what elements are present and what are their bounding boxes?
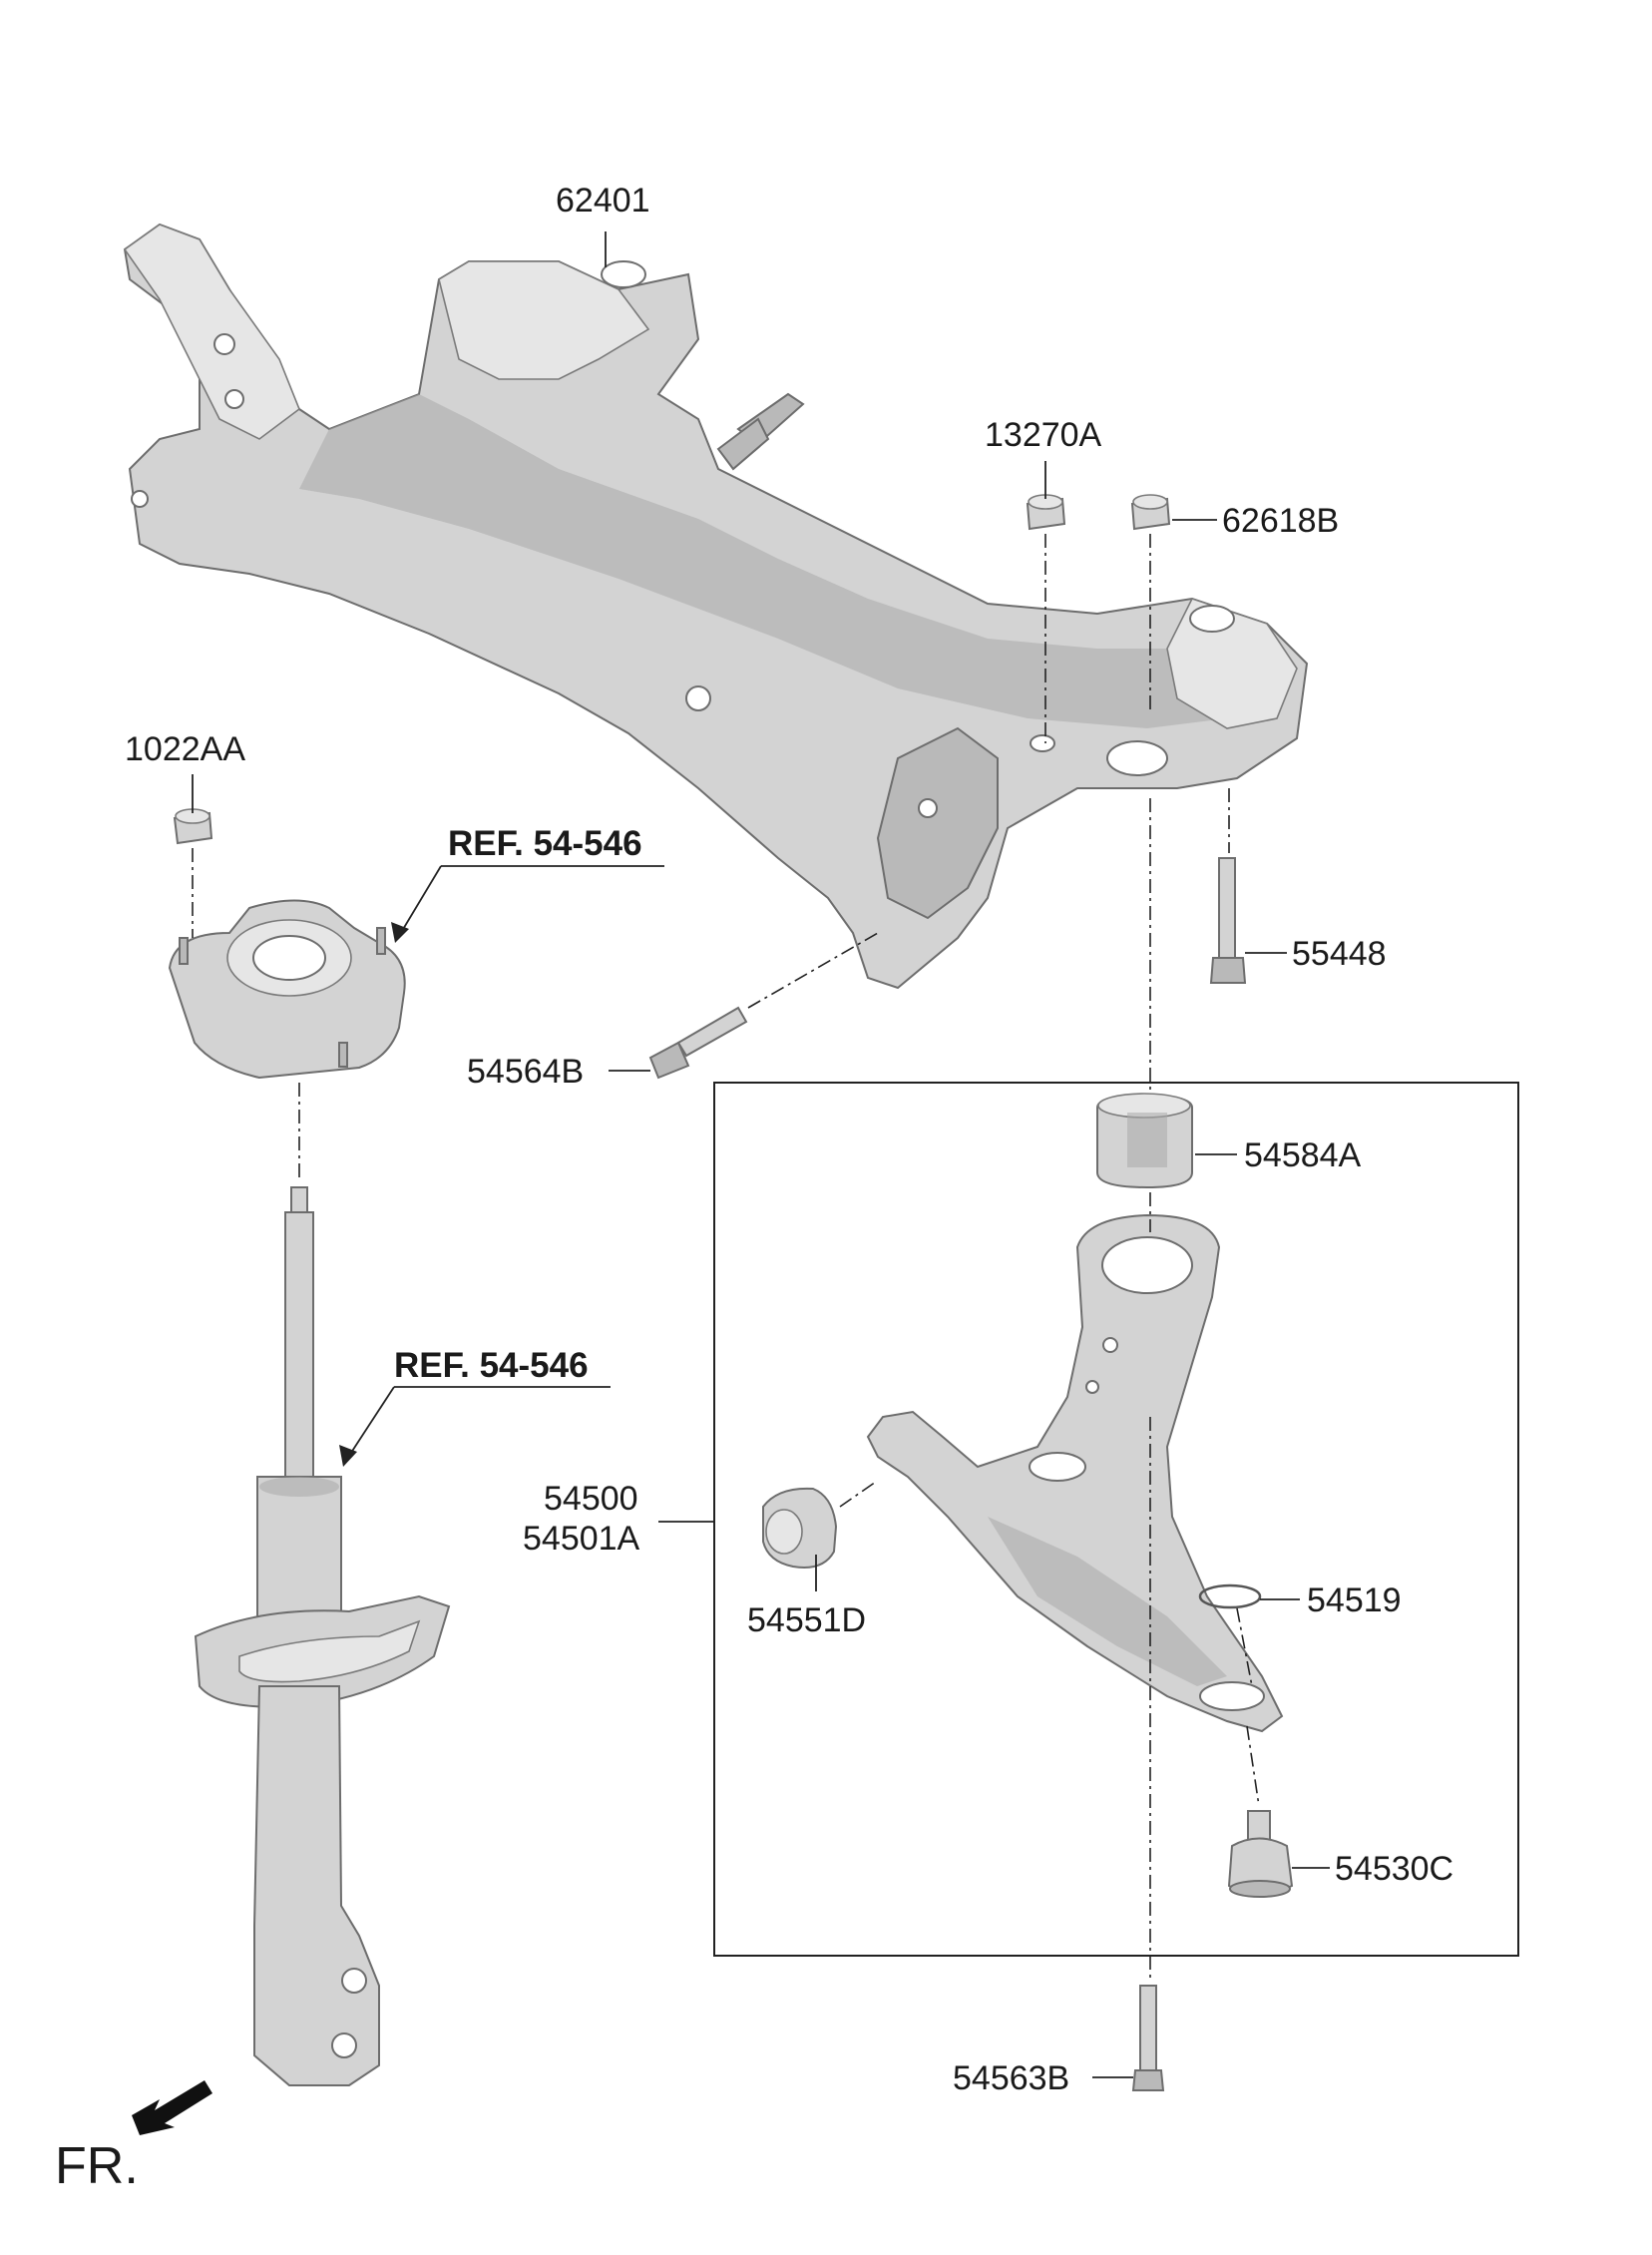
leader-lines <box>192 231 1330 2078</box>
nut-13270A <box>1026 494 1066 531</box>
label-55448: 55448 <box>1292 935 1387 973</box>
nut-62618B <box>1130 494 1171 531</box>
label-1022AA: 1022AA <box>125 730 245 768</box>
bushing-54551D <box>762 1487 838 1569</box>
front-label: FR. <box>55 2137 139 2195</box>
label-54501A: 54501A <box>523 1520 640 1558</box>
nut-1022AA <box>173 808 213 845</box>
label-54564B: 54564B <box>467 1053 584 1091</box>
label-62618B: 62618B <box>1222 502 1339 540</box>
front-arrow-icon <box>132 2080 212 2135</box>
assembly-lines <box>192 534 1260 1981</box>
lower-control-arm <box>866 1213 1284 1733</box>
bolt-54563B <box>1131 1985 1165 2091</box>
snap-ring-54519 <box>1198 1583 1262 1609</box>
ball-joint-54530C <box>1227 1810 1294 1898</box>
bolt-55448 <box>1209 857 1247 984</box>
label-54584A: 54584A <box>1244 1136 1362 1174</box>
bolt-54564B <box>648 1006 748 1080</box>
label-13270A: 13270A <box>985 416 1102 454</box>
ref-label-strut: REF. 54-546 <box>394 1346 589 1385</box>
part-labels: 62401 13270A 62618B 1022AA 55448 54564B … <box>125 182 1453 2097</box>
strut-assembly <box>194 1186 451 2086</box>
strut-mount-insulator <box>168 899 406 1080</box>
label-54551D: 54551D <box>747 1601 866 1639</box>
bushing-54584A <box>1096 1093 1193 1189</box>
subframe-crossmember <box>123 223 1309 990</box>
ref-label-mount: REF. 54-546 <box>448 824 642 863</box>
label-54500: 54500 <box>544 1480 638 1518</box>
front-direction-indicator: FR. <box>55 2080 212 2195</box>
lower-arm-assembly-box <box>713 1082 1519 1957</box>
label-54519: 54519 <box>1307 1581 1402 1619</box>
label-62401: 62401 <box>556 182 650 220</box>
label-54563B: 54563B <box>953 2059 1069 2097</box>
label-54530C: 54530C <box>1335 1850 1453 1888</box>
